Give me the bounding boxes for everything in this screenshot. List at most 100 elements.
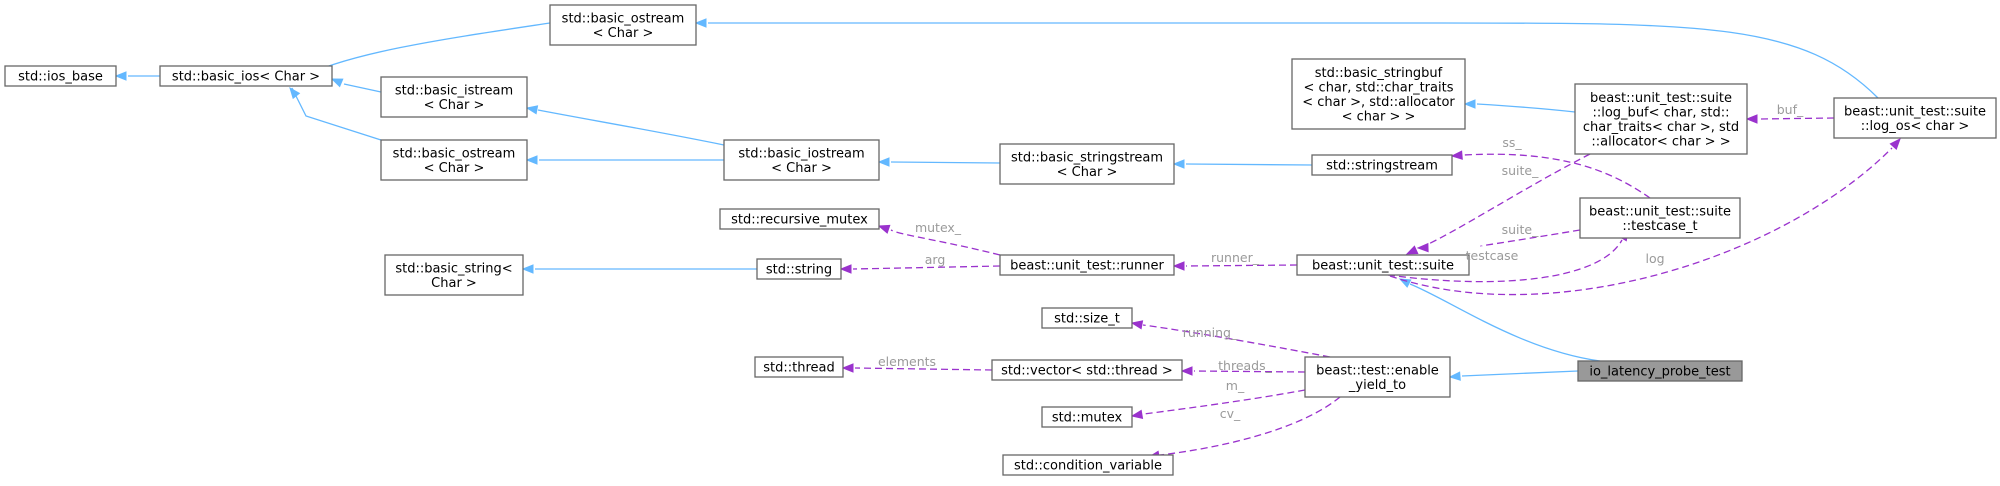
class-node-basic-stringstream[interactable]: std::basic_stringstream< Char > — [999, 143, 1175, 185]
class-node-io-latency-probe-test: io_latency_probe_test — [1577, 360, 1743, 382]
inheritance-arrowhead — [1448, 371, 1461, 381]
class-node-box — [380, 139, 528, 181]
edge-line — [1143, 389, 1306, 415]
class-node-label: beast::unit_test::runner — [1010, 259, 1164, 274]
class-node-label: ::testcase_t — [1622, 219, 1697, 234]
edge-label-testcase: testcase — [1466, 248, 1519, 263]
edge-line — [1185, 264, 1298, 267]
edge-label-cv: cv_ — [1220, 406, 1241, 421]
class-node-enable-yield-to[interactable]: beast::test::enable_yield_to — [1304, 356, 1451, 398]
class-node-basic-ios[interactable]: std::basic_ios< Char > — [159, 65, 333, 87]
edge-label-suite-top: suite_ — [1502, 163, 1539, 178]
inheritance-arrowhead — [521, 264, 534, 274]
usage-arrowhead — [1405, 245, 1419, 255]
edge-line — [854, 367, 993, 371]
class-node-label: beast::unit_test::suite — [1312, 259, 1454, 274]
class-node-size-t[interactable]: std::size_t — [1041, 307, 1133, 329]
class-node-label: std::ios_base — [18, 70, 103, 85]
class-node-label: _yield_to — [1348, 378, 1406, 393]
class-node-label: < char > > — [1342, 109, 1416, 124]
class-node-log-buf[interactable]: beast::unit_test::suite::log_buf< char, … — [1574, 83, 1748, 155]
class-node-label: std::basic_ios< Char > — [172, 70, 320, 85]
class-node-label: char_traits< char >, std — [1583, 120, 1739, 135]
usage-edge-buf — [1745, 114, 1835, 124]
class-node-label: std::basic_istream — [395, 83, 513, 98]
inheritance-arrowhead — [289, 86, 301, 100]
inheritance-edge-basic-stringstream — [1172, 159, 1313, 169]
inheritance-arrowhead — [1398, 278, 1412, 288]
class-node-suite[interactable]: beast::unit_test::suite — [1296, 254, 1470, 276]
class-node-label: beast::test::enable — [1316, 363, 1439, 378]
class-node-label: < Char > — [1057, 165, 1118, 180]
class-node-basic-ostream-top[interactable]: std::basic_ostream< Char > — [549, 4, 697, 46]
class-node-thread[interactable]: std::thread — [754, 356, 844, 378]
class-node-label: std::size_t — [1054, 312, 1120, 327]
class-node-box — [999, 254, 1175, 276]
usage-edge-elements — [841, 363, 993, 373]
class-node-box — [1002, 454, 1174, 476]
class-node-label: < Char > — [424, 161, 485, 176]
class-node-label: std::recursive_mutex — [731, 213, 868, 228]
class-node-ios-base[interactable]: std::ios_base — [4, 65, 117, 87]
class-node-basic-stringbuf[interactable]: std::basic_stringbuf< char, std::char_tr… — [1291, 58, 1466, 130]
edge-label-running: running_ — [1183, 325, 1238, 340]
class-node-box — [1291, 58, 1466, 130]
usage-arrowhead — [1745, 114, 1758, 124]
edge-line — [1476, 103, 1576, 113]
class-node-mutex[interactable]: std::mutex — [1041, 406, 1133, 428]
class-node-box — [1579, 197, 1741, 239]
edge-label-mutex: mutex_ — [915, 220, 962, 235]
usage-arrowhead — [1450, 150, 1463, 160]
usage-arrowhead — [841, 363, 854, 373]
usage-edge-m — [1130, 389, 1306, 419]
class-node-box — [380, 76, 528, 118]
edge-line — [1417, 153, 1591, 250]
class-node-string[interactable]: std::string — [756, 258, 842, 280]
inheritance-arrowhead — [525, 105, 539, 115]
class-node-testcase-t[interactable]: beast::unit_test::suite::testcase_t — [1579, 197, 1741, 239]
class-node-stringstream[interactable]: std::stringstream — [1311, 154, 1453, 176]
class-node-basic-string[interactable]: std::basic_string<Char > — [384, 254, 524, 296]
edge-line — [1142, 324, 1331, 358]
class-node-box — [1296, 254, 1470, 276]
class-node-basic-iostream[interactable]: std::basic_iostream< Char > — [723, 139, 880, 181]
class-node-box — [756, 258, 842, 280]
class-node-condition-variable[interactable]: std::condition_variable — [1002, 454, 1174, 476]
edge-line — [343, 83, 382, 93]
inheritance-arrowhead — [525, 155, 538, 165]
usage-edge-suite-top — [1405, 153, 1591, 255]
class-node-vector-thread[interactable]: std::vector< std::thread > — [991, 359, 1183, 381]
edge-line — [708, 22, 1879, 99]
class-node-label: ::log_os< char > — [1861, 119, 1970, 134]
class-node-label: ::log_buf< char, std:: — [1592, 105, 1729, 120]
class-node-label: std::thread — [763, 361, 835, 376]
class-node-runner[interactable]: beast::unit_test::runner — [999, 254, 1175, 276]
inheritance-edge-basic-stringbuf — [1463, 99, 1576, 113]
usage-edge-ss — [1450, 150, 1651, 199]
class-node-label: ::allocator< char > > — [1591, 134, 1730, 149]
edge-line — [1463, 153, 1651, 199]
edge-label-runner: runner_ — [1211, 250, 1260, 265]
class-node-box — [1833, 97, 1997, 139]
class-node-box — [1574, 83, 1748, 155]
usage-arrowhead — [1416, 242, 1429, 253]
usage-arrowhead — [839, 264, 852, 274]
edge-line — [1758, 117, 1835, 120]
class-node-label: std::basic_stringbuf — [1315, 66, 1443, 81]
class-node-basic-ostream-mid[interactable]: std::basic_ostream< Char > — [380, 139, 528, 181]
usage-edge-log — [1389, 137, 1901, 296]
inheritance-edge-basic-string — [521, 264, 757, 274]
class-node-log-os[interactable]: beast::unit_test::suite::log_os< char > — [1833, 97, 1997, 139]
class-node-recursive-mutex[interactable]: std::recursive_mutex — [719, 208, 880, 230]
class-node-label: beast::unit_test::suite — [1589, 204, 1731, 219]
usage-edge-arg — [839, 264, 1001, 274]
class-node-box — [723, 139, 880, 181]
edge-line — [537, 109, 725, 146]
inheritance-edge-basic-ios-istream — [330, 78, 382, 93]
edge-line — [1409, 283, 1601, 362]
class-node-label: std::string — [766, 263, 832, 278]
edge-line — [1185, 163, 1313, 166]
edge-label-threads: threads_ — [1218, 358, 1272, 373]
class-node-basic-istream[interactable]: std::basic_istream< Char > — [380, 76, 528, 118]
class-node-box — [1041, 307, 1133, 329]
